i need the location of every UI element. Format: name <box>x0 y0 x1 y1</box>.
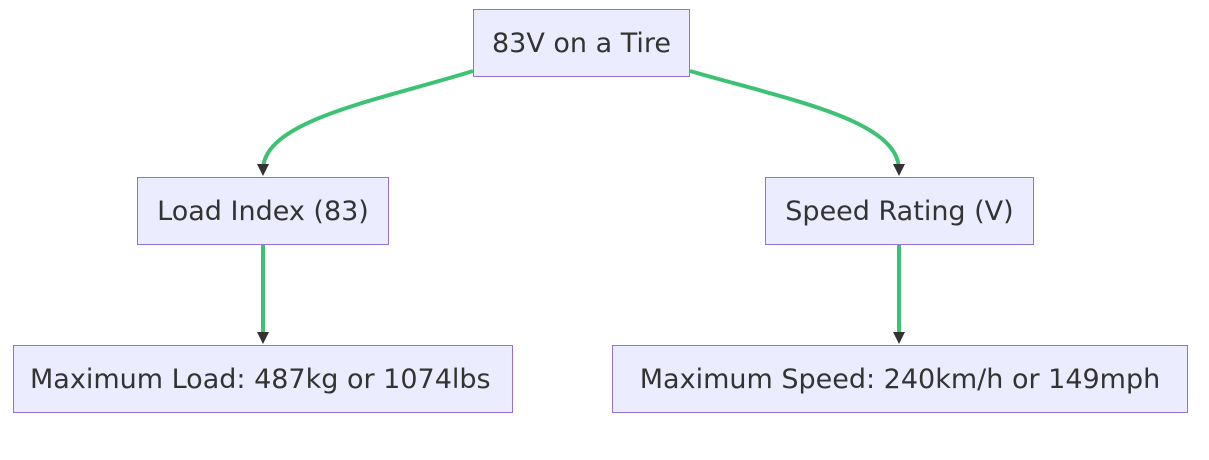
node-label: Maximum Speed: 240km/h or 149mph <box>639 363 1161 395</box>
node-label: Speed Rating (V) <box>785 195 1014 227</box>
node-label: Maximum Load: 487kg or 1074lbs <box>30 363 491 395</box>
edge-root-to-load-index <box>257 69 474 176</box>
node-label: Load Index (83) <box>157 195 369 227</box>
node-83v-on-a-tire: 83V on a Tire <box>473 9 690 77</box>
node-maximum-load: Maximum Load: 487kg or 1074lbs <box>13 345 513 413</box>
node-load-index: Load Index (83) <box>137 177 389 245</box>
node-maximum-speed: Maximum Speed: 240km/h or 149mph <box>612 345 1188 413</box>
node-speed-rating: Speed Rating (V) <box>765 177 1034 245</box>
edge-root-to-speed-rating <box>689 69 905 176</box>
node-label: 83V on a Tire <box>491 27 672 59</box>
